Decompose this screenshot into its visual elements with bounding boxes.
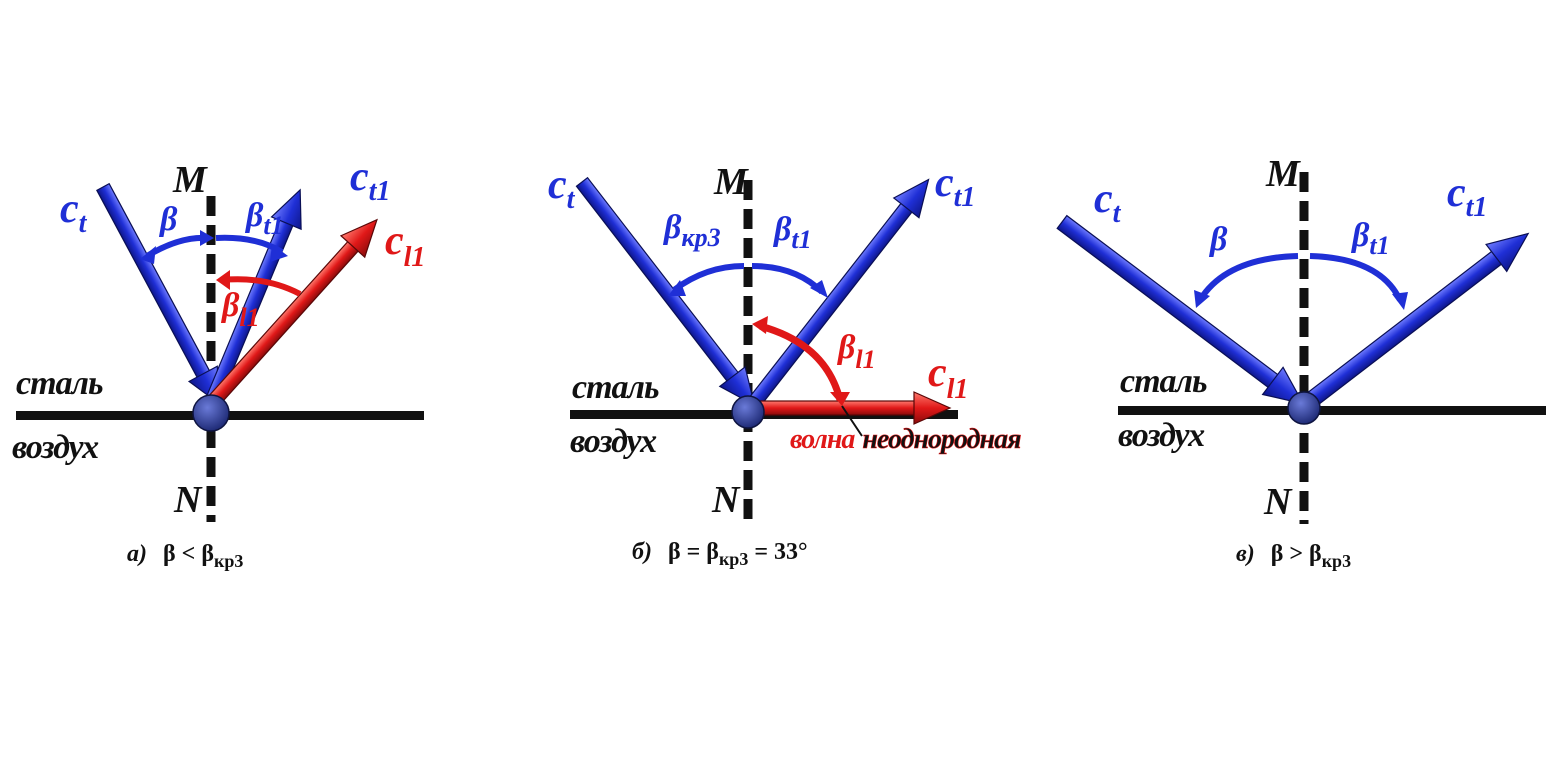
angle-beta-arrowhead bbox=[1194, 290, 1210, 308]
angle-beta-t1-arc bbox=[1309, 253, 1403, 302]
medium-bottom-label: воздух bbox=[1118, 417, 1205, 454]
incident-wave-arrow bbox=[1056, 214, 1305, 405]
angle-incident-label: β bbox=[1208, 221, 1228, 258]
angle-beta-t1-arrowhead bbox=[1392, 292, 1408, 310]
angle-beta-arrowhead bbox=[200, 230, 214, 246]
incidence-point bbox=[731, 395, 765, 429]
normal-top-label: M bbox=[172, 159, 208, 201]
panel-b: M N сталь воздух ct ct1 cl1 βкр3 βt1 βl1… bbox=[548, 160, 1022, 569]
panel-caption: в)β > βкр3 bbox=[1236, 541, 1351, 571]
medium-top-label: сталь bbox=[1120, 363, 1207, 400]
incidence-point bbox=[192, 394, 230, 432]
panel-caption: а)β < βкр3 bbox=[127, 541, 243, 571]
angle-longitudinal-label: βl1 bbox=[836, 329, 876, 374]
angle-beta-arrowhead bbox=[140, 246, 156, 264]
angle-transverse-label: βt1 bbox=[772, 211, 812, 254]
reflected-transverse-label: ct1 bbox=[1447, 170, 1487, 223]
medium-top-label: сталь bbox=[572, 369, 659, 406]
boundary-line bbox=[1118, 406, 1546, 415]
angle-beta-t1-arrowhead bbox=[270, 244, 288, 262]
medium-top-label: сталь bbox=[16, 365, 103, 402]
reflected-longitudinal-label: cl1 bbox=[385, 218, 425, 273]
angle-beta-arc bbox=[1197, 253, 1299, 302]
angle-incident-label: β bbox=[158, 201, 178, 238]
reflected-transverse-label: ct1 bbox=[935, 160, 975, 213]
normal-bottom-label: N bbox=[173, 479, 203, 521]
normal-bottom-label: N bbox=[1263, 481, 1293, 523]
medium-bottom-label: воздух bbox=[570, 423, 657, 460]
angle-transverse-label: βt1 bbox=[244, 197, 284, 240]
normal-top-label: M bbox=[713, 161, 749, 203]
reflected-transverse-arrow bbox=[1300, 232, 1530, 412]
angle-transverse-label: βt1 bbox=[1350, 217, 1390, 260]
angle-beta-kr3-arc bbox=[672, 263, 745, 293]
angle-beta-l1-arrowhead bbox=[830, 392, 850, 406]
angle-beta-l1-arc bbox=[221, 276, 302, 297]
panel-c: M N сталь воздух ct ct1 β βt1 в)β > βкр3 bbox=[1056, 153, 1546, 571]
incident-wave-label: ct bbox=[548, 162, 576, 215]
angle-longitudinal-label: βl1 bbox=[220, 287, 260, 332]
angle-beta-l1-arc bbox=[759, 322, 844, 401]
angle-beta-arc bbox=[145, 234, 209, 259]
incidence-point bbox=[1287, 391, 1321, 425]
incident-wave-label: ct bbox=[1094, 176, 1122, 229]
medium-bottom-label: воздух bbox=[12, 429, 99, 466]
reflected-transverse-arrow bbox=[743, 178, 930, 414]
panel-caption: б)β = βкр3 = 33° bbox=[632, 539, 808, 569]
normal-top-label: M bbox=[1265, 153, 1301, 195]
reflected-longitudinal-label: cl1 bbox=[928, 350, 968, 405]
angle-incident-label: βкр3 bbox=[662, 209, 721, 252]
panel-a: M N сталь воздух ct ct1 cl1 β βt1 βl1 а)… bbox=[12, 154, 425, 571]
normal-bottom-label: N bbox=[711, 479, 741, 521]
reflected-transverse-label: ct1 bbox=[350, 154, 390, 207]
angle-beta-l1-arrowhead bbox=[216, 270, 230, 290]
incident-wave-label: ct bbox=[60, 186, 88, 239]
angle-beta-kr3-arrowhead bbox=[668, 280, 686, 296]
angle-beta-t1-arrowhead bbox=[810, 280, 828, 298]
angle-beta-l1-arrowhead bbox=[752, 316, 768, 334]
wave-pointer-line bbox=[841, 405, 863, 437]
